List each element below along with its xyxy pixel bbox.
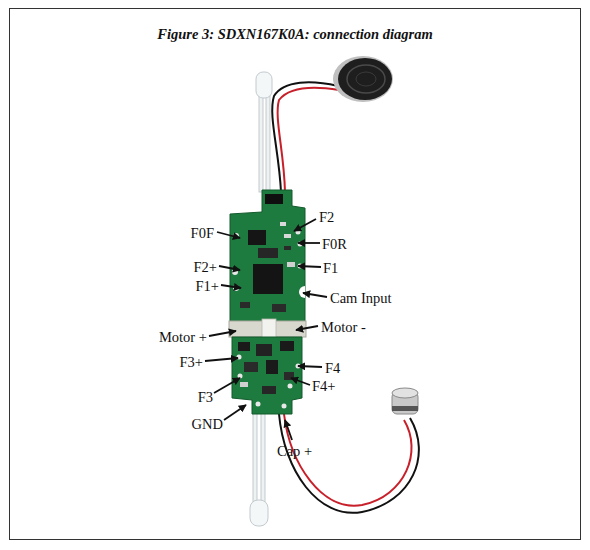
pin-label: F0R xyxy=(322,236,347,252)
leader-arrow xyxy=(298,266,321,267)
led-bulb xyxy=(250,500,268,526)
capacitor-wire xyxy=(279,414,419,513)
pin-label: F3+ xyxy=(180,354,204,370)
leader-arrow xyxy=(298,242,320,244)
pin-label: F2 xyxy=(319,209,334,225)
speaker-wire xyxy=(278,88,339,192)
pin-label: F1 xyxy=(323,260,338,276)
pin-label: GND xyxy=(192,416,223,432)
led-lead xyxy=(261,412,265,512)
solder-pad xyxy=(238,374,243,379)
smd-part xyxy=(284,246,291,250)
smd-part xyxy=(240,382,248,387)
leader-arrow xyxy=(214,378,240,393)
smd-part xyxy=(280,222,286,226)
speaker-ring xyxy=(347,65,385,93)
leader-arrow xyxy=(217,232,240,238)
pin-label: F4+ xyxy=(312,378,336,394)
pin-label: F2+ xyxy=(194,259,218,275)
pin-label: Cam Input xyxy=(330,290,392,306)
smd-part xyxy=(280,341,294,351)
capacitor-band xyxy=(392,406,418,411)
leader-arrow xyxy=(219,266,240,270)
led-lead xyxy=(259,96,263,192)
leader-arrow xyxy=(298,366,322,367)
pin-label: Cap + xyxy=(277,443,312,459)
pcb-lower xyxy=(232,337,302,414)
pin-label: F4 xyxy=(325,360,340,376)
pin-label: Motor - xyxy=(321,319,366,335)
smd-chip xyxy=(258,248,278,258)
leader-arrow xyxy=(205,358,238,361)
solder-pad xyxy=(288,384,293,389)
smd-part xyxy=(262,386,276,394)
smd-part xyxy=(287,262,295,267)
leader-arrow xyxy=(209,331,236,336)
figure-frame xyxy=(10,9,581,540)
smd-part xyxy=(284,234,291,238)
leader-arrow xyxy=(291,378,310,385)
leader-arrow xyxy=(296,326,318,330)
capacitor-wire xyxy=(284,414,412,506)
smd-part xyxy=(238,342,250,351)
leader-arrow xyxy=(221,285,241,288)
pin-label: F1+ xyxy=(196,278,220,294)
pin-label: F0F xyxy=(191,225,214,241)
leader-arrow xyxy=(294,219,316,231)
pin-label: F3 xyxy=(198,389,213,405)
main-chip xyxy=(253,264,283,294)
leader-arrow xyxy=(303,293,327,297)
pin-label: Motor + xyxy=(159,329,207,345)
speaker-wire xyxy=(272,82,338,192)
leader-arrow xyxy=(285,420,292,440)
cam-notch xyxy=(299,286,305,298)
smd-chip xyxy=(248,230,266,245)
figure-title: Figure 3: SDXN167K0A: connection diagram xyxy=(0,26,590,43)
contact-gap xyxy=(262,319,276,339)
led-lead xyxy=(266,96,270,192)
pcb-upper xyxy=(230,190,305,322)
leader-arrow xyxy=(224,405,246,420)
led-bulb xyxy=(256,72,272,98)
solder-pad xyxy=(282,404,287,409)
smd-part xyxy=(272,304,286,312)
speaker-ring xyxy=(356,72,376,86)
smd-chip xyxy=(256,344,272,356)
smd-chip xyxy=(265,194,283,204)
led-lead xyxy=(253,412,257,512)
smd-part xyxy=(244,362,258,372)
solder-pad xyxy=(256,402,261,407)
speaker-body xyxy=(338,58,392,100)
smd-part xyxy=(240,302,250,308)
smd-chip xyxy=(266,360,278,374)
capacitor-top xyxy=(392,388,418,398)
speaker-rim xyxy=(333,56,393,102)
